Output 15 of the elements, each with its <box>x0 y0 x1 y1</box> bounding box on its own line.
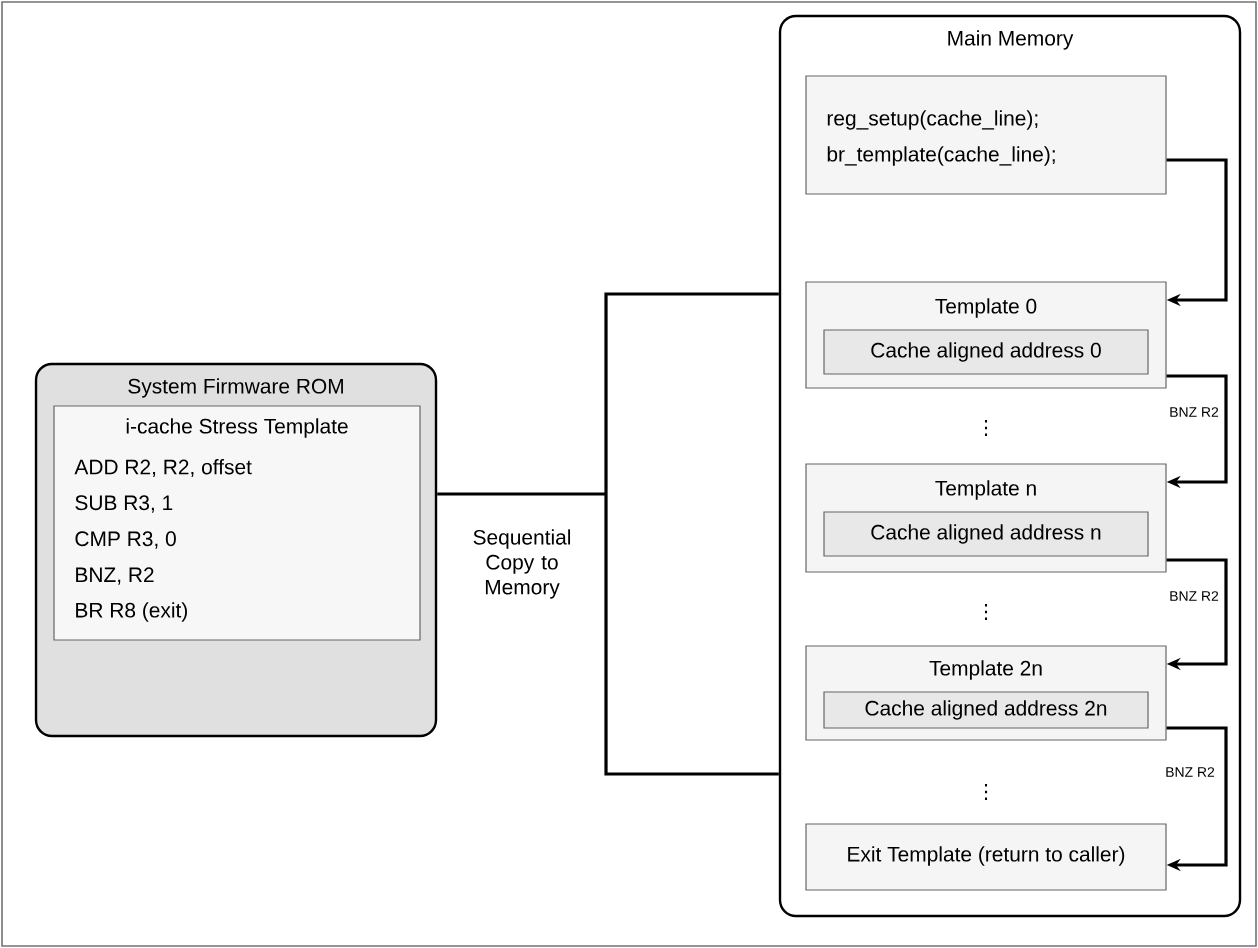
template-box: Exit Template (return to caller) <box>805 823 1167 891</box>
address-box: Cache aligned address 2n <box>823 691 1149 729</box>
connector-arrow <box>1166 374 1228 489</box>
edge-label: Sequential Copy to Memory <box>462 527 582 601</box>
connector-arrow <box>1166 158 1228 307</box>
address-box: Cache aligned address 0 <box>823 329 1149 375</box>
ellipsis: ⋮ <box>985 603 988 620</box>
ellipsis: ⋮ <box>985 419 988 437</box>
address-box: Cache aligned address n <box>823 511 1149 557</box>
connector-arrow <box>435 292 781 776</box>
connector-arrow <box>1166 558 1228 671</box>
code-box: i-cache Stress Template ADD R2, R2, offset SUB R3, 1 CMP R3, 0 BNZ, R2 BR R8 (exit) <box>53 405 421 641</box>
connector-arrow <box>1166 726 1228 872</box>
ellipsis: ⋮ <box>985 783 988 800</box>
template-box: reg_setup(cache_line); br_template(cache_line); <box>805 75 1167 195</box>
